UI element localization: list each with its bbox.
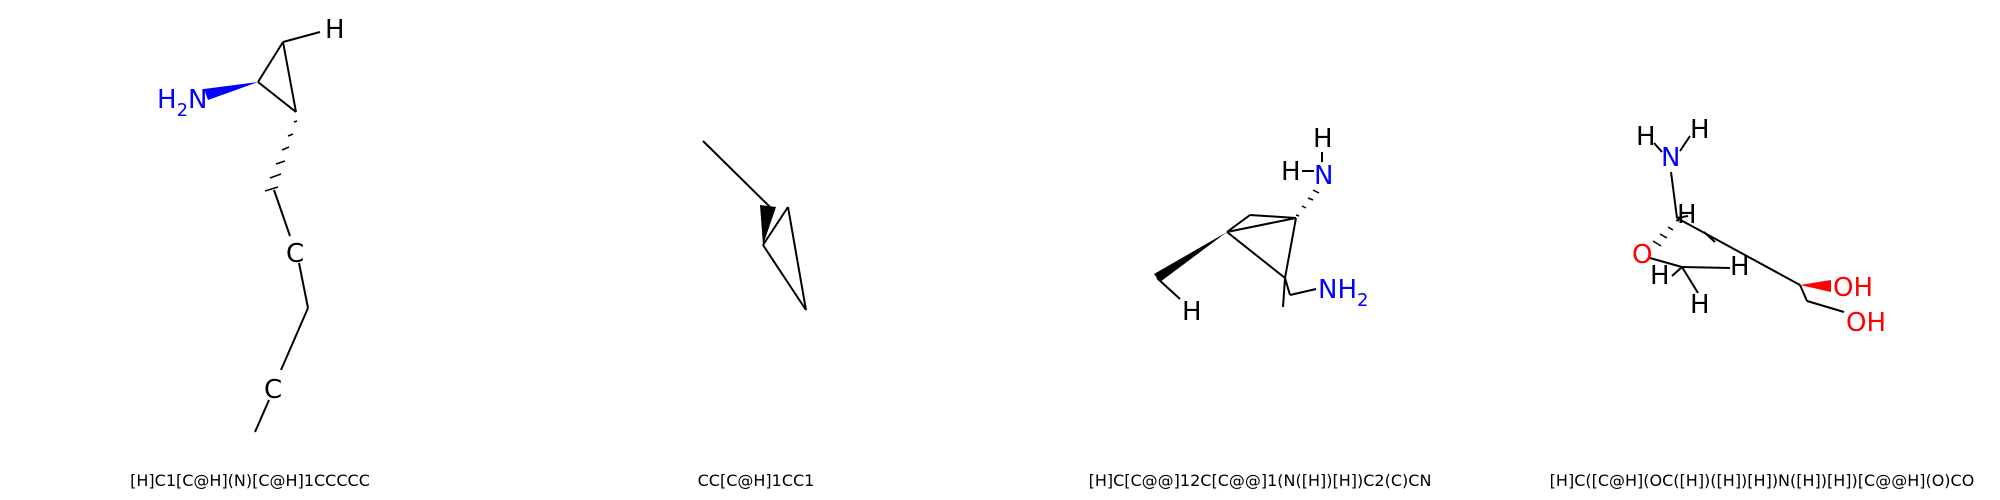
wedge-bond [204,82,258,100]
atom-label-nh2: NH2 [1318,275,1368,311]
wedge-bond [1800,280,1831,292]
atom-label-h: H [1636,122,1656,152]
bond [1226,231,1286,279]
bond [1799,284,1808,302]
bond [1226,217,1297,233]
bond [1681,266,1699,294]
bond [257,81,297,113]
atom-label-h: H [325,15,345,45]
bond [787,206,807,311]
atom-label-h: H [1313,124,1333,154]
hash-bond [264,120,298,192]
atom-label-h: H [1730,252,1750,282]
bond [1282,277,1286,308]
atom-label-h: H [1182,297,1202,327]
bond [1681,266,1731,269]
smiles-caption: [H]C[C@@]12C[C@@]1(N([H])[H])C2(C)CN [1089,471,1432,490]
atom-label-o: O [1632,240,1652,270]
hash-bond [1652,219,1680,247]
bond [1289,288,1317,296]
bond [1806,300,1845,313]
atom-label-h: H [1677,200,1697,230]
hash-bond [1295,189,1320,217]
atom-label-h: H [1690,115,1710,145]
smiles-caption: CC[C@H]1CC1 [698,471,815,490]
molecule-2: CC[C@H]1CC1 [698,140,815,490]
bond [1249,214,1297,219]
bond [1676,215,1689,219]
atom-label-n: N [1314,161,1333,191]
smiles-caption: [H]C([C@H](OC([H])([H])[H])N([H])[H])[C@… [1550,471,1975,490]
bond [762,244,807,311]
atom-label-h: H [1650,261,1670,291]
bond [257,41,284,83]
bond [1703,231,1716,243]
wedge-bond [760,205,776,245]
molecule-3: H H N NH2 H [H]C[C@@]12C[C@@]1(N([H])[H]… [1089,124,1432,490]
bond [282,31,321,43]
wedge-bond [1154,232,1227,282]
bond [1670,171,1678,219]
molecule-1: H H2N C C [H]C1[C@H](N)[C@H]1CCCCC [130,15,370,490]
bond [1284,217,1297,279]
atom-label-oh: OH [1846,308,1886,338]
bond [1671,266,1683,277]
bond [762,206,789,246]
bond [254,399,270,433]
atom-label-nh2: H2N [157,85,207,121]
bond [1679,135,1691,152]
atom-label-c: C [286,239,304,269]
bond [1653,142,1663,153]
bond [298,262,309,309]
bond [702,140,771,208]
bond [280,307,309,371]
atom-label-oh: OH [1833,273,1873,303]
atom-label-h: H [1281,157,1301,187]
atom-label-n: N [1661,143,1680,173]
bond [282,41,297,113]
bond [1156,277,1181,300]
atom-label-h: H [1690,290,1710,320]
bond [1284,277,1291,296]
atom-label-c: C [264,375,282,405]
bond [1649,257,1683,268]
bond [273,189,291,237]
bond [1676,217,1801,286]
molecule-4: H H N H O H H H OH OH [H]C([C@H](OC([H])… [1550,115,1975,490]
smiles-caption: [H]C1[C@H](N)[C@H]1CCCCC [130,471,370,490]
bond [1226,214,1251,233]
